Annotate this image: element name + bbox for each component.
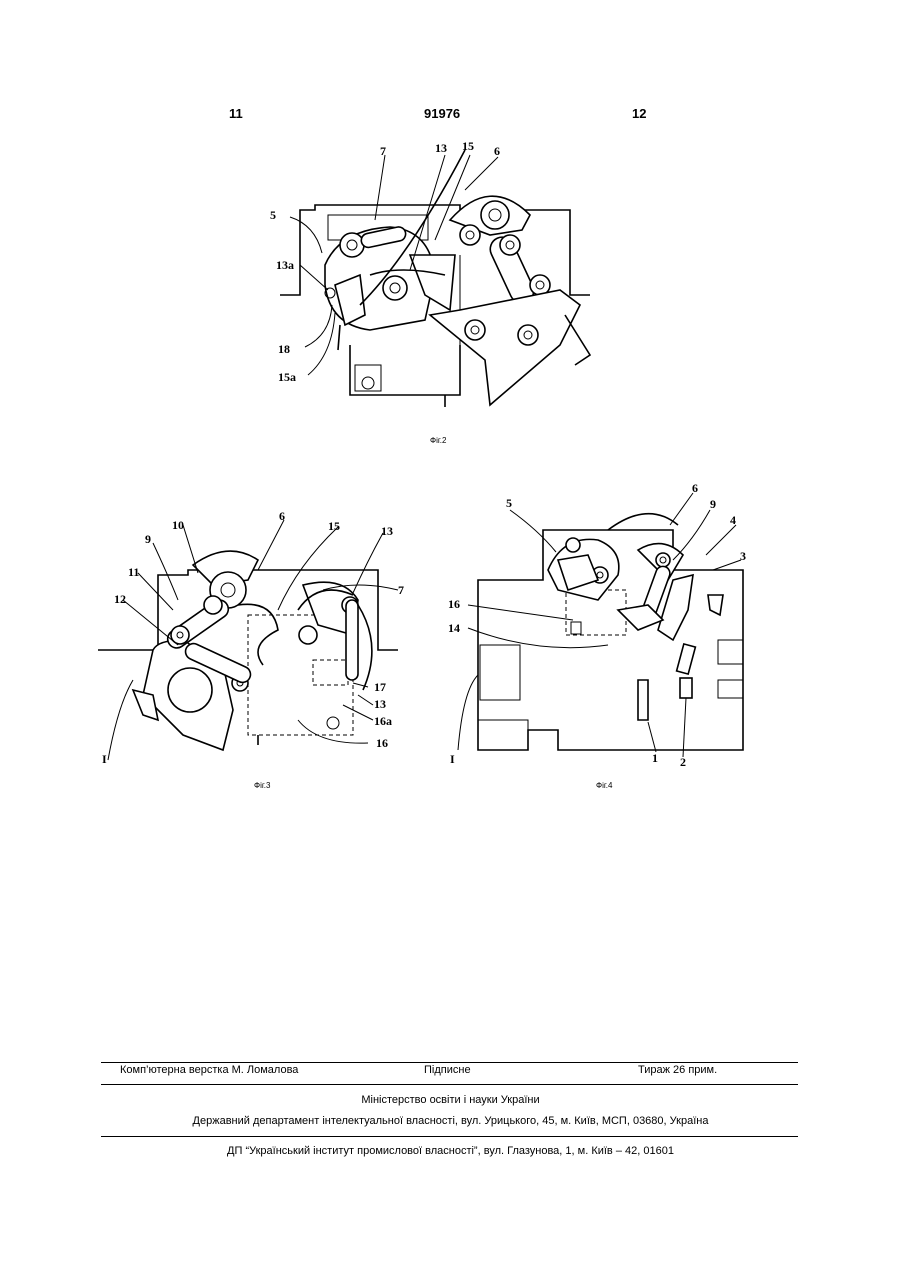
fig3-label-13-top: 13 <box>381 524 393 538</box>
figure-4-drawing: 5 6 9 4 3 16 14 I 1 2 <box>448 480 768 770</box>
fig4-label-3: 3 <box>740 549 746 563</box>
footer-layout-credit: Комп’ютерна верстка М. Ломалова <box>120 1064 298 1076</box>
fig2-label-13: 13 <box>435 141 447 155</box>
fig2-label-7: 7 <box>380 144 386 158</box>
footer-rule-bottom <box>101 1136 798 1137</box>
fig3-label-13-bottom: 13 <box>374 697 386 711</box>
figure-2-drawing: 7 13 15 6 5 13a 18 15a <box>260 135 620 415</box>
fig4-label-14: 14 <box>448 621 460 635</box>
fig3-label-16a: 16a <box>374 714 392 728</box>
page-number-left: 11 <box>229 106 243 121</box>
fig2-label-13a: 13a <box>276 258 294 272</box>
fig4-label-6: 6 <box>692 481 698 495</box>
fig2-label-15: 15 <box>462 139 474 153</box>
figure-3-caption: Фіг.3 <box>254 781 270 790</box>
fig2-label-6: 6 <box>494 144 500 158</box>
fig2-label-5: 5 <box>270 208 276 222</box>
figure-3-drawing: 10 6 15 13 9 7 11 12 17 13 16a 16 I <box>98 505 428 770</box>
footer-institute: ДП “Український інститут промислової вла… <box>0 1145 901 1157</box>
footer-department: Державний департамент інтелектуальної вл… <box>0 1115 901 1127</box>
footer-circulation: Тираж 26 прим. <box>638 1064 717 1076</box>
fig3-label-I: I <box>102 752 107 766</box>
fig3-label-10: 10 <box>172 518 184 532</box>
footer-rule-middle <box>101 1084 798 1085</box>
fig4-label-I: I <box>450 752 455 766</box>
footer-signed: Підписне <box>424 1064 471 1076</box>
footer-rule-top <box>101 1062 798 1063</box>
page-number-right: 12 <box>632 106 646 121</box>
fig3-label-7: 7 <box>398 583 404 597</box>
fig4-label-9: 9 <box>710 497 716 511</box>
fig3-label-16: 16 <box>376 736 388 750</box>
fig3-label-9: 9 <box>145 532 151 546</box>
fig3-label-6: 6 <box>279 509 285 523</box>
fig3-label-11: 11 <box>128 565 139 579</box>
fig3-label-17: 17 <box>374 680 386 694</box>
figure-4-caption: Фіг.4 <box>596 781 612 790</box>
fig4-label-2: 2 <box>680 755 686 769</box>
fig4-label-4: 4 <box>730 513 736 527</box>
fig4-label-1: 1 <box>652 751 658 765</box>
fig2-label-18: 18 <box>278 342 290 356</box>
fig3-label-12: 12 <box>114 592 126 606</box>
footer-ministry: Міністерство освіти і науки України <box>0 1094 901 1106</box>
figure-2-caption: Фіг.2 <box>430 436 446 445</box>
document-number: 91976 <box>424 106 460 121</box>
fig4-label-16: 16 <box>448 597 460 611</box>
fig2-label-15a: 15a <box>278 370 296 384</box>
fig4-label-5: 5 <box>506 496 512 510</box>
fig3-label-15: 15 <box>328 519 340 533</box>
